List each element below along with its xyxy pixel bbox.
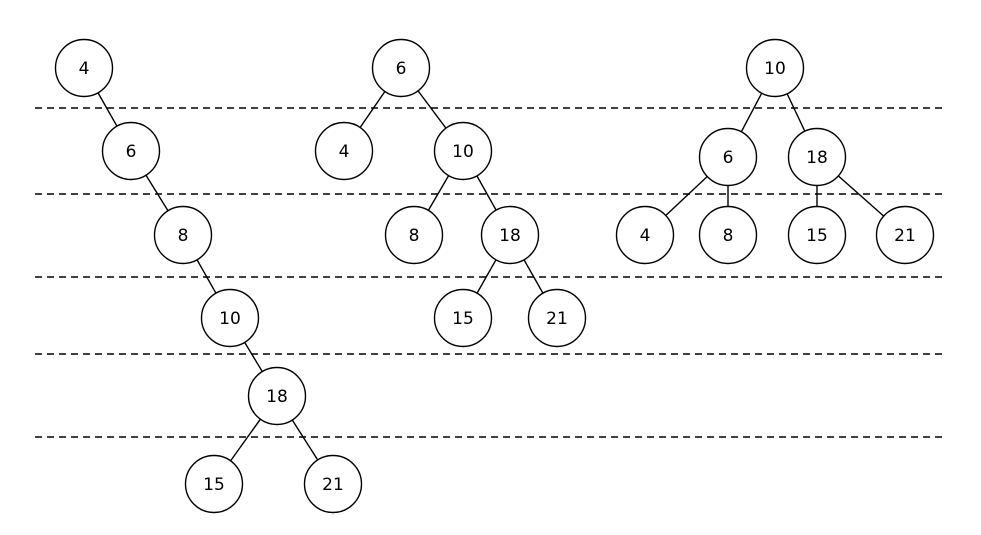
- tree-node-t3-n21: 21: [875, 205, 935, 265]
- node-label: 21: [894, 226, 916, 246]
- node-circle: [698, 127, 758, 187]
- node-label: 15: [806, 226, 828, 246]
- tree-node-t1-n18: 18: [247, 366, 307, 426]
- node-label: 18: [266, 387, 288, 407]
- node-label: 15: [452, 309, 474, 329]
- tree-node-t1-n6: 6: [101, 121, 161, 181]
- node-label: 6: [396, 59, 407, 79]
- node-circle: [615, 205, 675, 265]
- node-label: 6: [723, 148, 734, 168]
- node-circle: [371, 38, 431, 98]
- node-circle: [698, 205, 758, 265]
- node-circle: [101, 121, 161, 181]
- node-circle: [314, 121, 374, 181]
- node-label: 18: [499, 226, 521, 246]
- nodes: 4 6 8 10 18 15 21 6 4 10 8 18 15 21 10 6 18 4 8 15 21: [54, 38, 935, 514]
- node-label: 8: [178, 226, 189, 246]
- node-label: 10: [219, 309, 241, 329]
- tree-node-t2-n4: 4: [314, 121, 374, 181]
- node-circle: [384, 205, 444, 265]
- tree-node-t2-n6: 6: [371, 38, 431, 98]
- node-label: 4: [79, 59, 90, 79]
- tree-node-t2-n10: 10: [433, 121, 493, 181]
- node-label: 10: [452, 142, 474, 162]
- node-label: 8: [723, 226, 734, 246]
- tree-node-t3-n18: 18: [787, 127, 847, 187]
- node-circle: [153, 205, 213, 265]
- tree-node-t3-n10: 10: [745, 38, 805, 98]
- node-circle: [433, 288, 493, 348]
- tree-node-t2-n21: 21: [527, 288, 587, 348]
- node-circle: [247, 366, 307, 426]
- node-circle: [787, 127, 847, 187]
- node-circle: [875, 205, 935, 265]
- tree-node-t1-n21: 21: [303, 454, 363, 514]
- node-label: 18: [806, 148, 828, 168]
- tree-node-t3-n8: 8: [698, 205, 758, 265]
- tree-node-t2-n15: 15: [433, 288, 493, 348]
- tree-node-t3-n6: 6: [698, 127, 758, 187]
- tree-node-t3-n4: 4: [615, 205, 675, 265]
- node-circle: [787, 205, 847, 265]
- tree-node-t2-n8: 8: [384, 205, 444, 265]
- node-circle: [54, 38, 114, 98]
- node-label: 4: [640, 226, 651, 246]
- node-label: 10: [764, 59, 786, 79]
- node-circle: [480, 205, 540, 265]
- node-circle: [200, 288, 260, 348]
- node-circle: [184, 454, 244, 514]
- node-circle: [303, 454, 363, 514]
- node-label: 6: [126, 142, 137, 162]
- node-circle: [745, 38, 805, 98]
- node-circle: [527, 288, 587, 348]
- tree-node-t1-n15: 15: [184, 454, 244, 514]
- tree-node-t2-n18: 18: [480, 205, 540, 265]
- node-label: 8: [409, 226, 420, 246]
- tree-node-t1-n10: 10: [200, 288, 260, 348]
- node-label: 21: [322, 475, 344, 495]
- tree-node-t3-n15: 15: [787, 205, 847, 265]
- node-circle: [433, 121, 493, 181]
- node-label: 15: [203, 475, 225, 495]
- node-label: 4: [339, 142, 350, 162]
- edges: [83, 67, 906, 485]
- tree-node-t1-n8: 8: [153, 205, 213, 265]
- node-label: 21: [546, 309, 568, 329]
- tree-node-t1-n4: 4: [54, 38, 114, 98]
